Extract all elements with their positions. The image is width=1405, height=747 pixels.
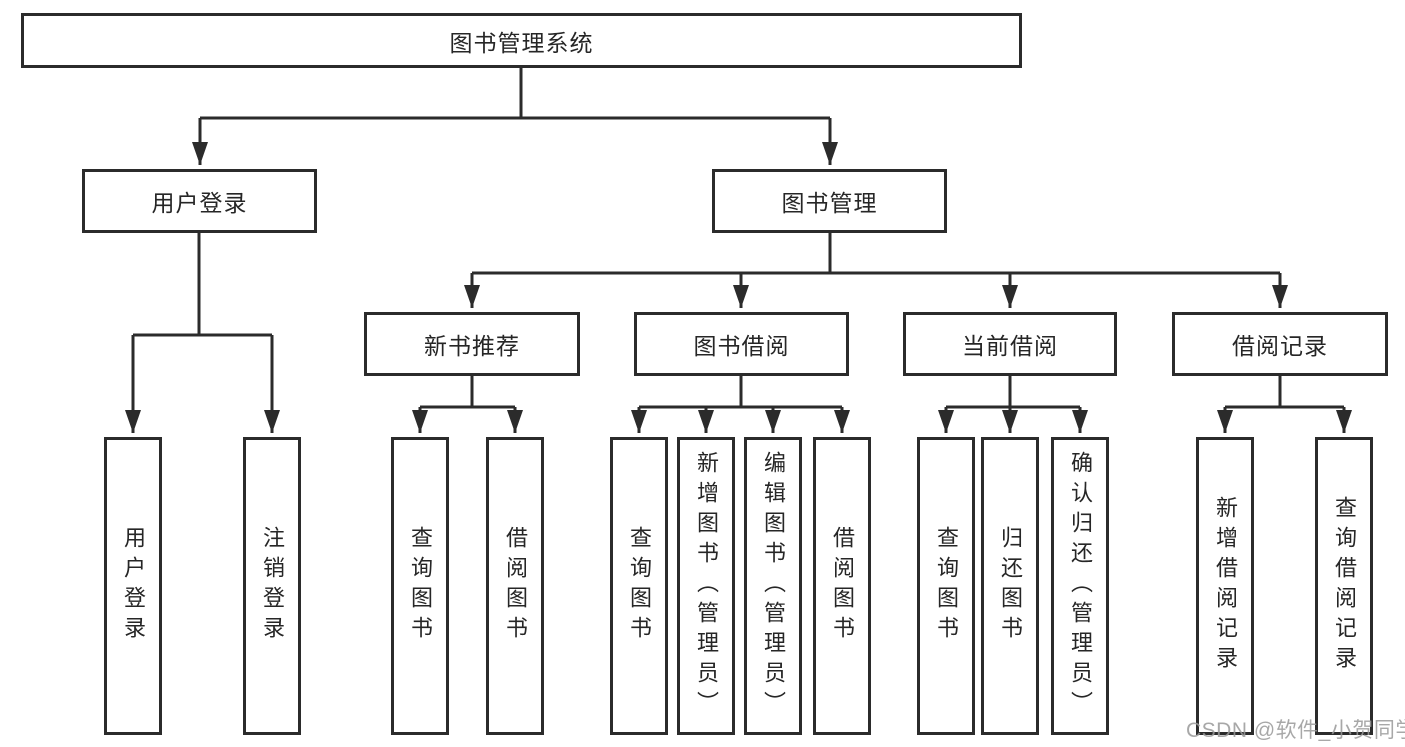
node-label: 查询借阅记录 <box>1332 496 1357 676</box>
node-leaf-borrow-books: 借阅图书 <box>813 437 871 735</box>
node-label: 当前借阅 <box>962 333 1058 359</box>
node-system-root: 图书管理系统 <box>21 13 1022 68</box>
node-label: 查询图书 <box>627 526 652 646</box>
node-leaf-borrow-books-recommend: 借阅图书 <box>486 437 544 735</box>
node-book-management: 图书管理 <box>712 169 947 233</box>
node-leaf-query-books-borrow: 查询图书 <box>610 437 668 735</box>
node-book-borrow: 图书借阅 <box>634 312 849 376</box>
node-label: 用户登录 <box>151 190 248 216</box>
node-leaf-return-books: 归还图书 <box>981 437 1039 735</box>
node-label: 新增图书（管理员） <box>694 451 719 721</box>
node-label: 借阅图书 <box>503 526 528 646</box>
node-label: 新书推荐 <box>424 333 520 359</box>
node-label: 图书借阅 <box>693 333 790 359</box>
node-user-login: 用户登录 <box>82 169 317 233</box>
node-leaf-edit-books-admin: 编辑图书（管理员） <box>744 437 802 735</box>
node-label: 注销登录 <box>260 526 285 646</box>
node-label: 图书管理系统 <box>449 29 594 56</box>
node-label: 查询图书 <box>934 526 959 646</box>
node-label: 编辑图书（管理员） <box>761 451 786 721</box>
node-borrow-record: 借阅记录 <box>1172 312 1388 376</box>
node-leaf-confirm-return-admin: 确认归还（管理员） <box>1051 437 1109 735</box>
node-label: 借阅图书 <box>830 526 855 646</box>
node-leaf-add-borrow-record: 新增借阅记录 <box>1196 437 1254 735</box>
node-label: 借阅记录 <box>1232 333 1328 359</box>
csdn-watermark: CSDN @软件_小贺同学 <box>1186 719 1405 742</box>
node-label: 归还图书 <box>998 526 1023 646</box>
node-new-book-recommend: 新书推荐 <box>364 312 580 376</box>
node-current-borrow: 当前借阅 <box>903 312 1117 376</box>
node-leaf-query-books-recommend: 查询图书 <box>391 437 449 735</box>
node-label: 查询图书 <box>408 526 433 646</box>
node-leaf-logout: 注销登录 <box>243 437 301 735</box>
node-label: 确认归还（管理员） <box>1068 451 1093 721</box>
node-label: 新增借阅记录 <box>1213 496 1238 676</box>
node-leaf-query-borrow-record: 查询借阅记录 <box>1315 437 1373 735</box>
node-label: 用户登录 <box>121 526 146 646</box>
node-label: 图书管理 <box>781 190 878 216</box>
node-leaf-add-books-admin: 新增图书（管理员） <box>677 437 735 735</box>
node-leaf-user-login: 用户登录 <box>104 437 162 735</box>
node-leaf-query-books-current: 查询图书 <box>917 437 975 735</box>
